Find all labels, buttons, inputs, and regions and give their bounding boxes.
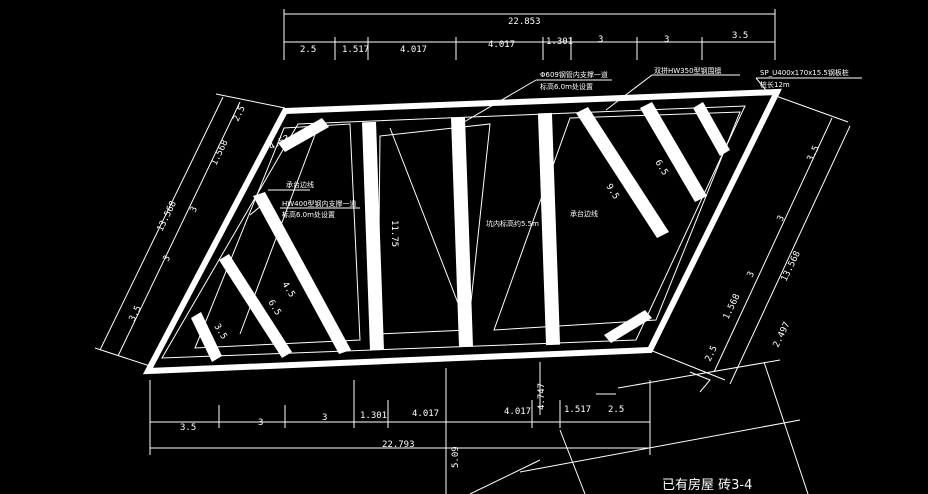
strut-center-3	[537, 112, 561, 346]
top-seg-1: 2.5	[300, 45, 316, 55]
dim-left-mid: 6.5	[265, 298, 282, 317]
dim-right-mid: 6.5	[652, 158, 669, 177]
pit-bottom-label: 坑内标高约5.5m	[486, 219, 539, 228]
left-dimension-chain: 2.5 1.568 3 3 3.5 13.568	[94, 93, 286, 367]
top-seg-5: 1.301	[546, 37, 573, 47]
top-seg-7: 3	[664, 35, 669, 45]
top-seg-3: 4.017	[400, 45, 427, 55]
bottom-seg-4: 1.301	[360, 411, 387, 421]
strut-left-corner	[278, 118, 329, 152]
right-seg-2: 3	[776, 214, 787, 223]
bottom-seg-8: 2.5	[608, 405, 624, 415]
annotations: Φ609钢管内支撑一道 标高6.0m处设置 双拼HW350型钢围檩 SP_U40…	[282, 66, 849, 228]
top-seg-8: 3.5	[732, 31, 748, 41]
dim-left-low: 3.5	[211, 322, 228, 341]
bottom-seg-7: 1.517	[564, 405, 591, 415]
sheet-pile-length-label: 桩长12m	[760, 80, 790, 89]
left-seg-2: 1.568	[210, 139, 231, 168]
right-seg-3: 3	[746, 270, 757, 279]
existing-site-lines	[469, 359, 809, 494]
strut-right-long	[576, 107, 669, 238]
strut-right-mid	[640, 102, 707, 202]
dim-left-mid2: 4.5	[279, 280, 296, 299]
left-seg-3: 3	[189, 205, 200, 214]
top-dimension-chain: 22.853 2.5 1.517 4.017 4.017 1.301 3 3 3…	[283, 9, 776, 60]
pipe-elevation-label: 标高6.0m处设置	[540, 82, 593, 91]
bottom-seg-5: 4.017	[412, 409, 439, 419]
left-total-dim: 13.568	[156, 200, 179, 234]
internal-struts	[191, 102, 730, 362]
bottom-total-dim: 22.793	[382, 440, 415, 450]
strut-right-corner	[604, 310, 652, 343]
left-bench-label: 承台边线	[286, 180, 314, 189]
top-total-dim: 22.853	[508, 17, 541, 27]
top-seg-4: 4.017	[488, 40, 515, 50]
strut-left-short	[191, 312, 222, 362]
hw400-label: HW400型钢内支撑一道	[282, 199, 357, 208]
right-dimension-chain: 3.5 3 3 1.568 2.5 13.568 2.497	[649, 95, 851, 385]
bottom-vertical-dim-2: 5.09	[451, 446, 461, 468]
bottom-seg-1: 3.5	[180, 423, 196, 433]
strut-left-long	[253, 192, 351, 354]
bottom-seg-2: 3	[258, 418, 263, 428]
hw400-elevation-label: 标高6.0m处设置	[282, 210, 335, 219]
waist-beam-label: 双拼HW350型钢围檩	[654, 66, 722, 75]
bottom-vertical-dim: 4.747	[537, 383, 547, 410]
pipe-support-label: Φ609钢管内支撑一道	[540, 70, 608, 79]
strut-right-short	[693, 102, 730, 156]
dim-center-height: 11.75	[389, 220, 399, 247]
right-seg-5: 2.5	[704, 344, 720, 363]
right-offset-dim: 2.497	[772, 321, 793, 350]
strut-left-mid	[219, 254, 292, 358]
right-seg-1: 3.5	[806, 144, 822, 163]
sheet-pile-boundary	[142, 88, 782, 375]
sheet-pile-label: SP_U400x170x15.5钢板桩	[760, 68, 849, 77]
strut-center-2	[450, 116, 474, 348]
left-seg-4: 3	[162, 254, 173, 263]
left-seg-1: 2.5	[232, 104, 248, 123]
right-bench-label: 承台边线	[570, 209, 598, 218]
dim-right-mid2: 9.5	[603, 182, 620, 201]
top-seg-6: 3	[598, 35, 603, 45]
existing-building-label: 已有房屋 砖3-4	[662, 477, 752, 493]
leader-lines	[249, 74, 862, 216]
bottom-seg-3: 3	[322, 413, 327, 423]
bottom-dimension-chain: 3.5 3 3 1.301 4.017 4.017 1.517 2.5 22.7…	[149, 362, 651, 494]
strut-center-1	[362, 121, 384, 351]
top-seg-2: 1.517	[342, 45, 369, 55]
bottom-seg-6: 4.017	[504, 407, 531, 417]
right-total-dim: 13.568	[780, 250, 803, 284]
